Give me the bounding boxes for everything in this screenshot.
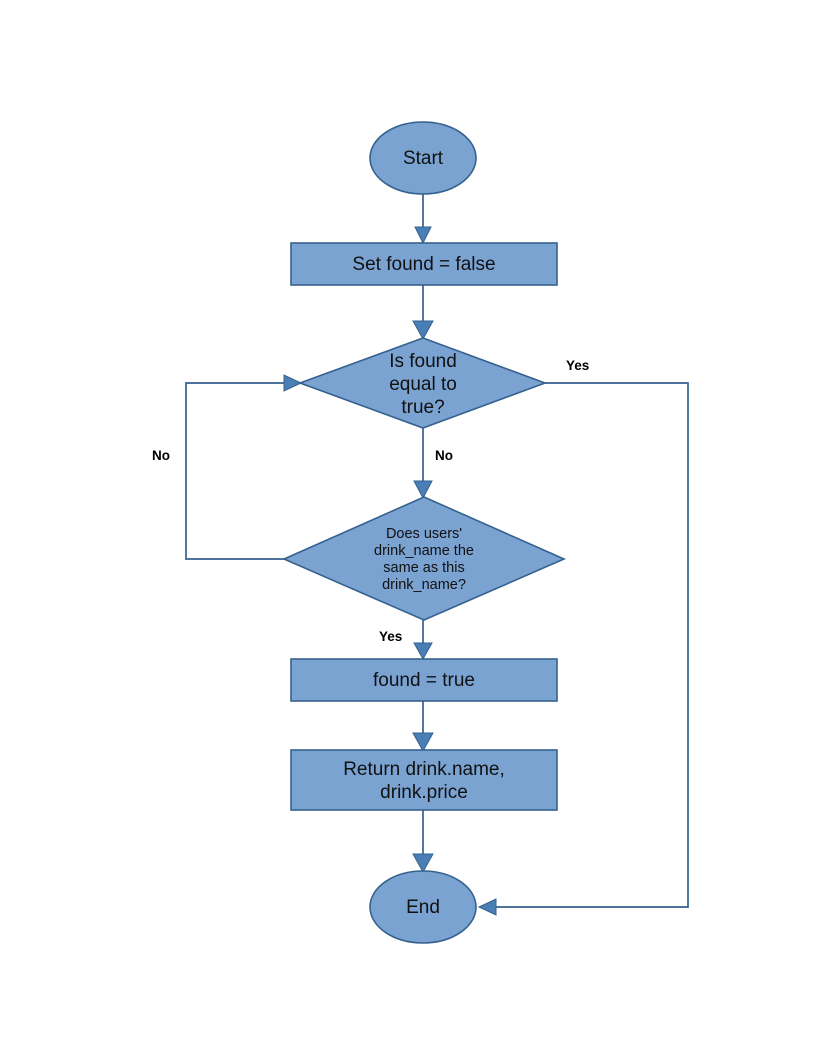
is-found-equal-true-label-line1: Is found bbox=[389, 351, 457, 372]
end-label: End bbox=[406, 897, 440, 918]
node-start[interactable]: Start bbox=[369, 121, 477, 195]
node-return-drink[interactable]: Return drink.name, drink.price bbox=[290, 749, 558, 811]
is-found-equal-true-diamond[interactable] bbox=[297, 337, 548, 429]
edge-setfound-to-check bbox=[412, 285, 434, 341]
edge-return-to-end bbox=[412, 810, 434, 874]
arrowhead-icon bbox=[412, 320, 434, 341]
arrowhead-icon bbox=[283, 374, 303, 392]
is-found-equal-true-label-line2: equal to bbox=[389, 374, 457, 395]
edge-line bbox=[491, 382, 689, 908]
arrowhead-icon bbox=[412, 853, 434, 874]
edge-settrue-to-return bbox=[412, 701, 434, 753]
edge-check-yes-to-end bbox=[477, 382, 689, 916]
node-end[interactable]: End bbox=[369, 870, 477, 944]
arrowhead-icon bbox=[477, 898, 497, 916]
start-ellipse[interactable] bbox=[369, 121, 477, 195]
node-found-true[interactable]: found = true bbox=[290, 658, 558, 702]
compare-drink-name-label-line3: same as this bbox=[383, 560, 464, 576]
node-set-found-false[interactable]: Set found = false bbox=[290, 242, 558, 286]
end-ellipse[interactable] bbox=[369, 870, 477, 944]
arrowhead-icon bbox=[412, 732, 434, 753]
is-found-equal-true-label-line3: true? bbox=[401, 397, 444, 418]
compare-drink-name-label-line1: Does users' bbox=[386, 526, 462, 542]
compare-drink-name-label-line2: drink_name the bbox=[374, 543, 474, 559]
edge-line bbox=[185, 382, 289, 560]
found-true-rect[interactable] bbox=[290, 658, 558, 702]
arrowhead-icon bbox=[414, 226, 432, 245]
start-label: Start bbox=[403, 148, 444, 169]
edge-compare-yes-to-settrue bbox=[413, 620, 433, 661]
compare-drink-name-diamond[interactable] bbox=[282, 496, 566, 621]
edge-label-check-no: No bbox=[435, 448, 453, 463]
edge-label-compare-no: No bbox=[152, 448, 170, 463]
edge-check-no-to-compare bbox=[413, 428, 433, 500]
return-drink-label-line1: Return drink.name, bbox=[343, 759, 505, 780]
edge-start-to-setfound bbox=[414, 194, 432, 245]
found-true-label: found = true bbox=[373, 670, 475, 691]
return-drink-label-line2: drink.price bbox=[380, 782, 468, 803]
arrowhead-icon bbox=[413, 642, 433, 661]
arrowhead-icon bbox=[413, 480, 433, 500]
node-compare-drink-name[interactable]: Does users' drink_name the same as this … bbox=[282, 496, 566, 621]
compare-drink-name-label-line4: drink_name? bbox=[382, 577, 466, 593]
edge-label-compare-yes: Yes bbox=[379, 629, 402, 644]
set-found-false-label: Set found = false bbox=[352, 254, 495, 275]
edge-compare-no-to-check bbox=[185, 374, 303, 560]
node-is-found-equal-true[interactable]: Is found equal to true? bbox=[297, 337, 548, 429]
return-drink-rect[interactable] bbox=[290, 749, 558, 811]
set-found-false-rect[interactable] bbox=[290, 242, 558, 286]
edge-label-check-yes: Yes bbox=[566, 358, 589, 373]
